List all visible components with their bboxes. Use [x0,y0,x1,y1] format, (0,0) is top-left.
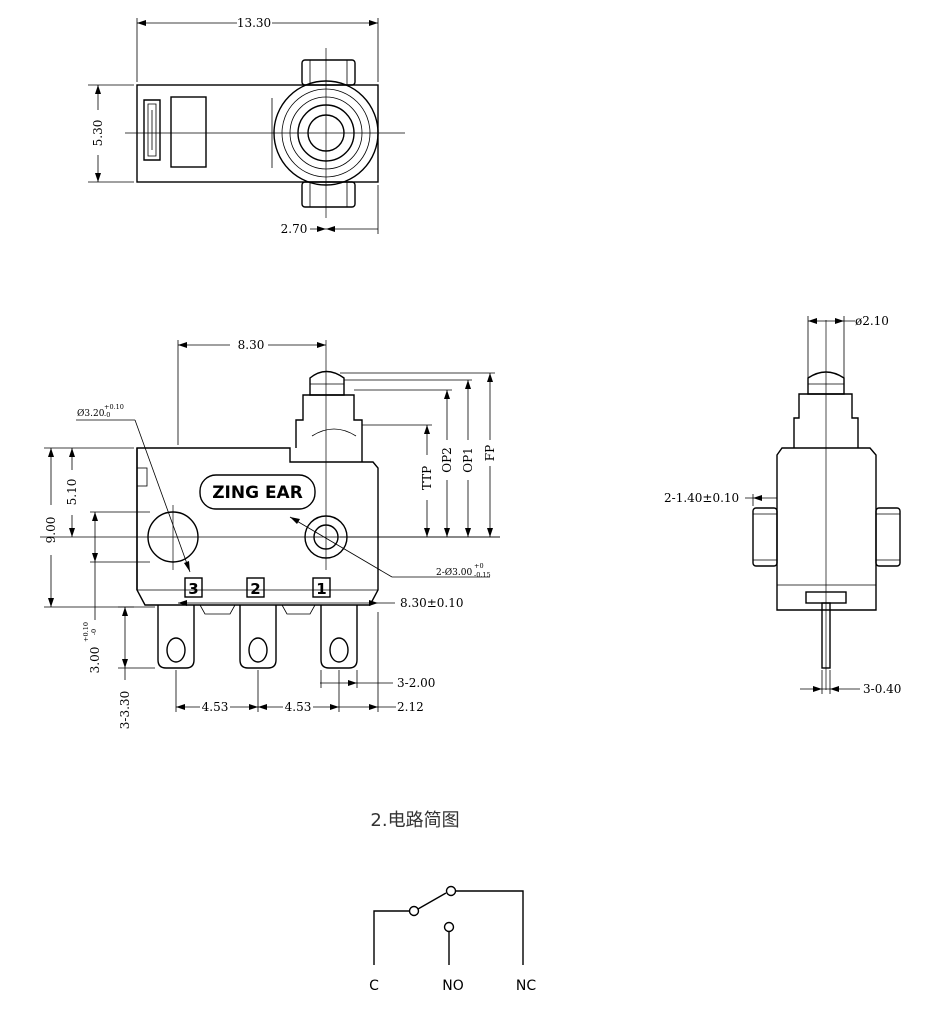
side-view: ø2.10 2-1.40±0.10 3-0.40 [664,314,901,696]
hole-tol-lower: -0 [104,411,110,419]
label-op1: OP1 [461,447,475,473]
dim-pitch-1: 4.53 [202,700,229,714]
pin-number-1: 1 [312,577,331,598]
svg-text:2: 2 [250,580,260,598]
mount-hole-tol-lower: -0.15 [474,571,491,579]
dim-pin-width: 3-2.00 [397,676,435,690]
circuit-title: 2.电路简图 [370,810,459,831]
dim-boss: 2-1.40±0.10 [664,491,739,505]
hole-tol-upper: +0.10 [104,403,124,411]
pin-number-3: 3 [184,577,203,598]
terminal-3 [157,605,195,669]
dim-plunger: ø2.10 [855,314,889,328]
dim-pitch-2: 4.53 [285,700,312,714]
top-view-window [170,96,207,168]
dim-top-offset: 2.70 [281,222,308,236]
terminal-label-c: C [369,978,379,994]
svg-text:3: 3 [188,580,198,598]
side-view-body [776,447,877,611]
pin-number-2: 2 [246,577,265,598]
dim-edge: 2.12 [397,700,424,714]
switch-arm [417,892,447,910]
dim-pin-height: 3-3.30 [118,691,132,729]
label-op2: OP2 [440,447,454,473]
mount-hole-label: 2-Ø3.00 [436,567,472,578]
terminal-label-no: NO [442,978,464,994]
top-view: 13.30 5.30 2.70 [88,16,405,236]
dim-pin-height-left-tol-upper: +0.10 [82,622,90,642]
wire-c [373,910,409,965]
brand-label: ZING EAR [212,483,303,503]
dim-pin-thickness: 3-0.40 [863,682,901,696]
hole-label: Ø3.20 [77,408,105,419]
brand-plate [199,474,316,510]
top-view-boss-top [301,59,356,86]
front-view-actuator [295,394,363,462]
dim-top-height: 5.30 [91,120,105,147]
front-view-body [136,447,379,606]
top-view-latch [143,99,161,161]
label-ttp: TTP [420,466,434,490]
dim-pin-height-left-tol-lower: -0 [90,629,98,635]
circuit-diagram: 2.电路简图 C NO NC [369,810,536,994]
dim-front-width: 8.30 [238,338,265,352]
wire-nc [456,890,524,965]
top-view-boss-bottom [301,181,356,208]
dim-pin-height-left: 3.00 [88,647,102,674]
terminal-label-nc: NC [516,978,536,994]
dim-hole-spacing: 8.30±0.10 [400,596,464,610]
dim-front-height-total: 9.00 [44,517,58,544]
label-fp: FP [483,445,497,461]
front-view-plunger [309,370,345,396]
terminal-1 [320,605,358,669]
contact-no [443,921,455,933]
side-view-boss-left [752,507,778,567]
dim-front-height-hole: 5.10 [65,479,79,506]
dim-top-length: 13.30 [237,16,271,30]
side-view-boss-right [875,507,901,567]
svg-text:1: 1 [316,580,326,598]
terminal-2 [239,605,277,669]
front-view: ZING EAR 3 2 1 [40,338,500,729]
contact-nc [445,885,457,897]
contact-c [408,905,420,917]
mount-hole-tol-upper: +0 [474,562,484,570]
